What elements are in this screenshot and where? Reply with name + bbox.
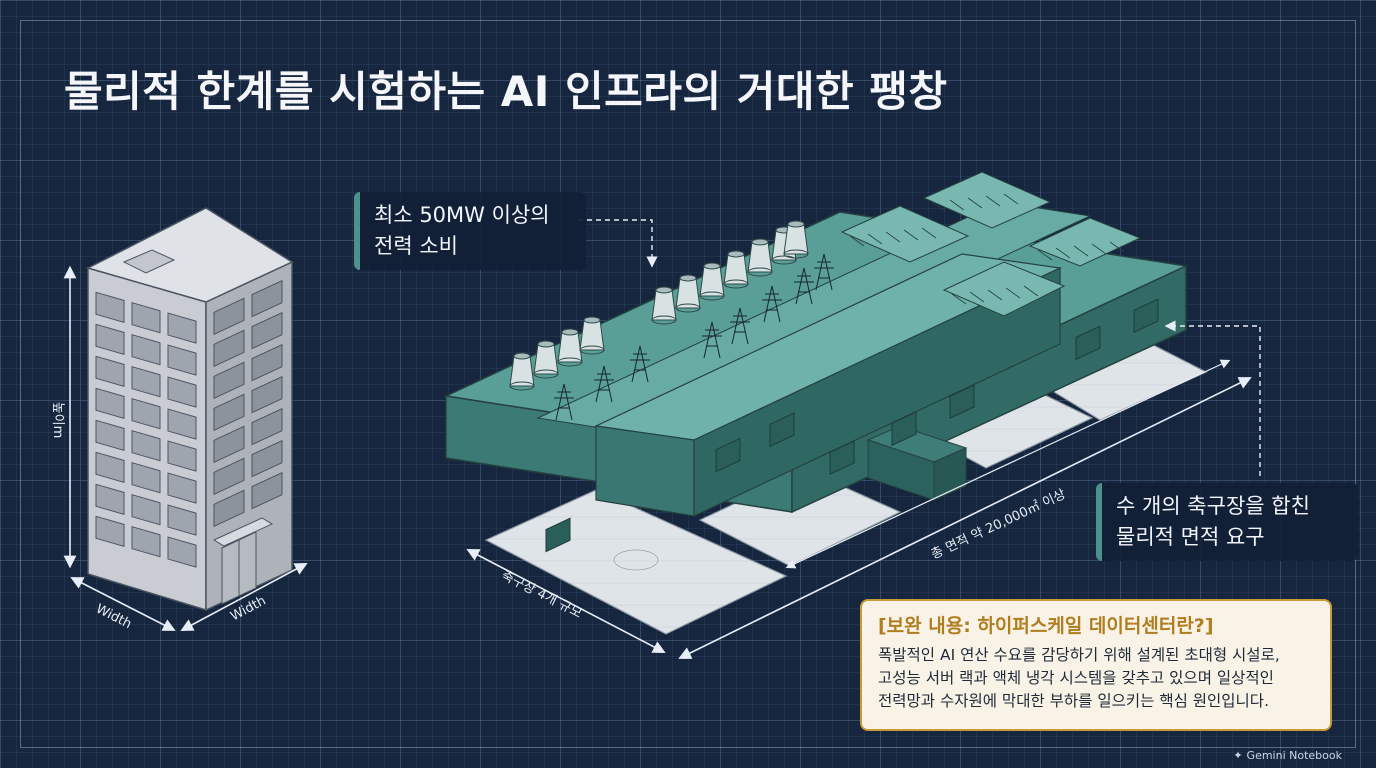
- info-box-line: 폭발적인 AI 연산 수요를 감당하기 위해 설계된 초대형 시설로,: [878, 646, 1280, 664]
- power-callout-line-2: 전력 소비: [374, 234, 458, 258]
- blueprint-frame: [20, 20, 1356, 748]
- power-consumption-callout: 최소 50MW 이상의 전력 소비: [354, 192, 586, 270]
- info-box-line: 고성능 서버 랙과 액체 냉각 시스템을 갖추고 있으며 일상적인: [878, 669, 1274, 687]
- building-height-label: 높이m: [50, 402, 65, 439]
- sparkle-icon: ✦: [1233, 749, 1243, 762]
- info-box-title: [보완 내용: 하이퍼스케일 데이터센터란?]: [878, 615, 1214, 637]
- page-title: 물리적 한계를 시험하는 AI 인프라의 거대한 팽창: [64, 67, 948, 116]
- power-callout-leader: [578, 219, 658, 268]
- power-callout-line-1: 최소 50MW 이상의: [374, 203, 550, 227]
- info-box-line: 전력망과 수자원에 막대한 부하를 일으키는 핵심 원인입니다.: [878, 692, 1269, 710]
- watermark-text: Gemini Notebook: [1246, 749, 1342, 762]
- area-callout-line-1: 수 개의 축구장을 합친: [1116, 494, 1310, 518]
- fields-scale-dimension: [466, 549, 666, 653]
- area-requirement-callout: 수 개의 축구장을 합친 물리적 면적 요구: [1096, 483, 1358, 561]
- building-width-dimensions: [70, 562, 308, 632]
- area-callout-line-2: 물리적 면적 요구: [1116, 525, 1265, 549]
- hyperscale-info-box: [보완 내용: 하이퍼스케일 데이터센터란?] 폭발적인 AI 연산 수요를 감…: [860, 599, 1332, 731]
- total-area-dimension: [678, 359, 1252, 659]
- area-callout-leader: [1164, 320, 1261, 476]
- office-building: [85, 207, 294, 612]
- watermark: ✦ Gemini Notebook: [1233, 749, 1342, 762]
